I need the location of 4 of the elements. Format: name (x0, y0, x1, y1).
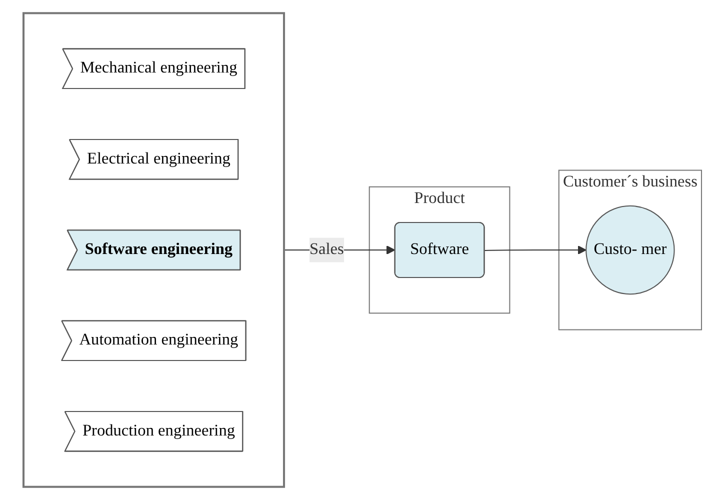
node-circle: Custo- mer (586, 205, 675, 295)
cluster (22, 12, 286, 488)
arrow (484, 246, 586, 254)
edge-label: Sales (309, 240, 344, 258)
